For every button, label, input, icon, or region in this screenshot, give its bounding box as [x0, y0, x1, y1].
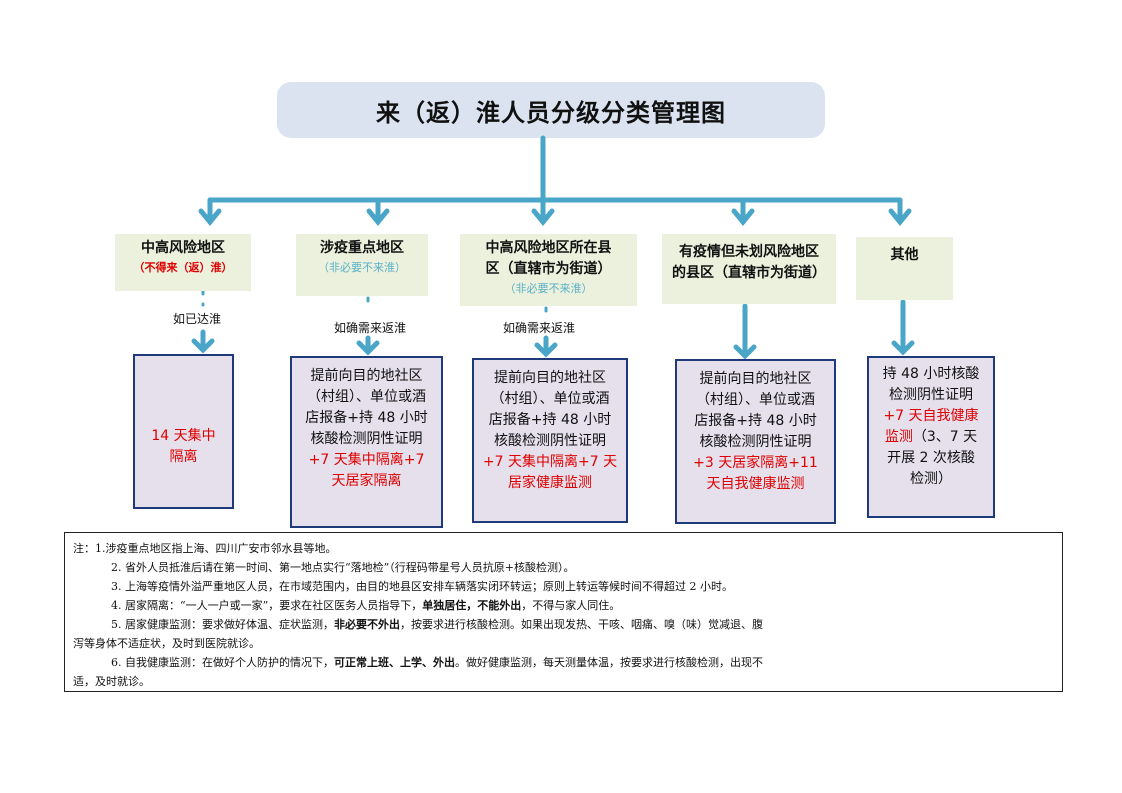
condition-label: 如已达淮: [173, 312, 222, 326]
note-emphasis: 单独居住，不能外出: [422, 599, 522, 612]
category-note: （非必要不来淮）: [504, 282, 593, 295]
note-emphasis: 非必要不外出: [334, 618, 400, 631]
note-text: 。做好健康监测，每天测量体温，按要求进行核酸检测，出现不: [455, 656, 763, 669]
measure-line: 居家健康监测: [508, 475, 592, 491]
note-row: 2. 省外人员抵淮后请在第一时间、第一地点实行“落地检”（行程码带星号人员抗原+…: [111, 561, 575, 574]
category-other: 其他: [856, 237, 953, 300]
category-key-epidemic: 涉疫重点地区 （非必要不来淮）: [296, 234, 428, 296]
measure-line: 检测）: [910, 471, 952, 487]
diagram-title: 来（返）淮人员分级分类管理图: [376, 97, 726, 127]
category-epidemic-unmarked: 有疫情但未划风险地区 的县区（直辖市为街道）: [662, 234, 836, 304]
measure-line: 隔离: [169, 449, 198, 465]
measure-line: 店报备+持 48 小时: [694, 413, 817, 429]
measure-key-epidemic: 提前向目的地社区 （村组）、单位或酒 店报备+持 48 小时 核酸检测阴性证明 …: [290, 356, 443, 528]
measure-line-highlight: 监测: [884, 429, 913, 445]
measure-line: 核酸检测阴性证明: [310, 431, 423, 447]
note-text: ，不得与家人同住。: [521, 599, 621, 612]
note-text: 5. 居家健康监测：要求做好体温、症状监测，: [111, 618, 334, 631]
measure-line: 14 天集中: [151, 428, 216, 444]
note-emphasis: 可正常上班、上学、外出: [334, 656, 455, 669]
category-risk-county: 中高风险地区所在县 区（直辖市为街道） （非必要不来淮）: [460, 234, 637, 306]
measure-line: （村组）、单位或酒: [696, 392, 815, 408]
category-label-line-1: 中高风险地区所在县: [485, 240, 612, 256]
measure-line-rest: （3、7 天: [912, 429, 978, 445]
note-row: 6. 自我健康监测：在做好个人防护的情况下，可正常上班、上学、外出。做好健康监测…: [73, 653, 1054, 672]
category-label: 其他: [890, 247, 919, 263]
title-box: 来（返）淮人员分级分类管理图: [277, 82, 825, 138]
measure-line: 天自我健康监测: [706, 476, 805, 492]
measure-line: 核酸检测阴性证明: [699, 434, 812, 450]
note-row: 3. 上海等疫情外溢严重地区人员，在市域范围内，由目的地县区安排车辆落实闭环转运…: [111, 580, 733, 593]
measure-line: 检测阴性证明: [889, 387, 973, 403]
measure-epidemic-unmarked: 提前向目的地社区 （村组）、单位或酒 店报备+持 48 小时 核酸检测阴性证明 …: [675, 359, 836, 524]
notes-box: 注：1.涉疫重点地区指上海、四川广安市邻水县等地。 2. 省外人员抵淮后请在第一…: [64, 532, 1063, 692]
category-label: 涉疫重点地区: [320, 240, 404, 256]
note-text: 6. 自我健康监测：在做好个人防护的情况下，: [111, 656, 334, 669]
condition-label: 如确需来返淮: [334, 321, 407, 335]
measure-high-risk: 14 天集中 隔离: [133, 354, 234, 509]
measure-line: 天居家隔离: [331, 473, 402, 489]
measure-line: 店报备+持 48 小时: [488, 412, 612, 428]
category-label: 中高风险地区: [141, 240, 225, 256]
note-row: 适，及时就诊。: [73, 675, 150, 688]
note-row: 注：1.涉疫重点地区指上海、四川广安市邻水县等地。: [73, 542, 337, 555]
measure-line: 持 48 小时核酸: [882, 366, 980, 382]
measure-line: +3 天居家隔离+11: [693, 455, 818, 471]
note-text: 4. 居家隔离：“一人一户或一家”，要求在社区医务人员指导下，: [111, 599, 423, 612]
measure-line: 开展 2 次核酸: [887, 450, 975, 466]
measure-line: +7 天集中隔离+7 天: [482, 454, 618, 470]
measure-risk-county: 提前向目的地社区 （村组）、单位或酒 店报备+持 48 小时 核酸检测阴性证明 …: [472, 358, 628, 523]
note-row: 5. 居家健康监测：要求做好体温、症状监测，非必要不外出，按要求进行核酸检测。如…: [73, 615, 1054, 634]
condition-label: 如确需来返淮: [503, 321, 576, 335]
measure-line: 店报备+持 48 小时: [305, 410, 428, 426]
category-note: （非必要不来淮）: [318, 261, 406, 274]
category-note: （不得来（返）淮）: [133, 261, 233, 274]
measure-line: 提前向目的地社区: [310, 368, 423, 384]
note-row: 泻等身体不适症状，及时到医院就诊。: [73, 637, 260, 650]
measure-line: +7 天自我健康: [883, 408, 979, 424]
measure-line: 提前向目的地社区: [494, 370, 606, 386]
measure-other: 持 48 小时核酸 检测阴性证明 +7 天自我健康 监测（3、7 天 开展 2 …: [867, 356, 995, 518]
note-text: ，按要求进行核酸检测。如果出现发热、干咳、咽痛、嗅（味）觉减退、腹: [400, 618, 763, 631]
category-label-line-1: 有疫情但未划风险地区: [679, 244, 819, 260]
category-label-line-2: 的县区（直辖市为街道）: [672, 265, 826, 281]
measure-line: 提前向目的地社区: [699, 371, 812, 387]
category-high-risk: 中高风险地区 （不得来（返）淮）: [115, 234, 251, 291]
measure-line: 监测（3、7 天: [873, 427, 989, 448]
measure-line: （村组）、单位或酒: [307, 389, 426, 405]
measure-line: +7 天集中隔离+7: [308, 452, 425, 468]
measure-line: 核酸检测阴性证明: [494, 433, 606, 449]
measure-line: （村组）、单位或酒: [490, 391, 610, 407]
note-row: 4. 居家隔离：“一人一户或一家”，要求在社区医务人员指导下，单独居住，不能外出…: [73, 596, 1054, 615]
category-label-line-2: 区（直辖市为街道）: [485, 261, 612, 277]
